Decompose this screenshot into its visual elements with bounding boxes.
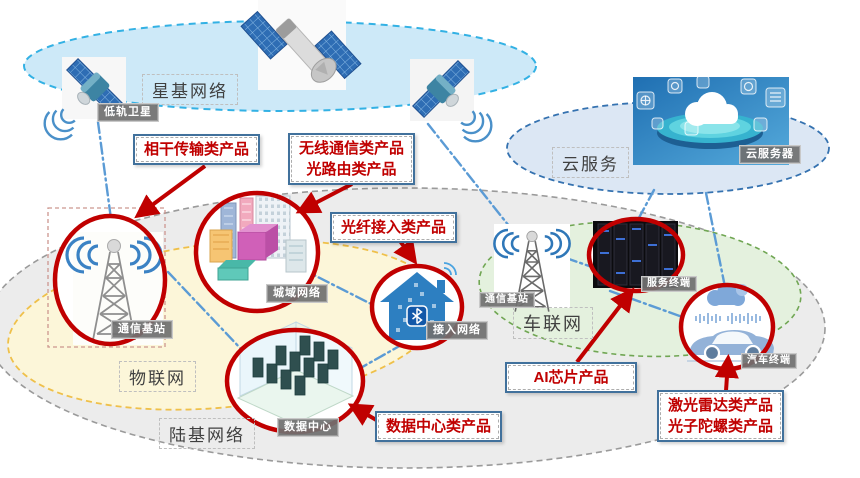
service-terminal-badge: 服务终端: [641, 276, 697, 292]
product-label: AI芯片产品: [508, 365, 634, 390]
arrow-datacenter-box-to-circle: [347, 403, 380, 426]
link-cloud-to-car-terminal: [704, 191, 727, 289]
product-box-wireless-optical-routing: 无线通信类产品 光路由类产品: [288, 133, 416, 185]
arrow-coherent-to-base-station: [134, 164, 207, 219]
base-station-vehicle-badge: 通信基站: [479, 292, 535, 308]
product-box-ai-chip: AI芯片产品: [505, 362, 637, 393]
link-access-network-to-data-center: [355, 342, 405, 372]
car-terminal-icon: [687, 283, 774, 362]
link-satellite-to-base-station: [96, 120, 113, 221]
arrow-fiber-to-access: [393, 238, 418, 265]
link-base-station-to-data-center: [166, 270, 244, 352]
product-box-coherent-transmission: 相干传输类产品: [133, 134, 261, 165]
low-orbit-satellite-badge: 低轨卫星: [97, 103, 159, 123]
access-network-highlight-circle: [369, 263, 465, 351]
car-terminal-badge: 汽车终端: [741, 353, 797, 369]
metro-network-badge: 城域网络: [266, 284, 328, 304]
product-box-data-center: 数据中心类产品: [375, 411, 503, 442]
access-network-badge: 接入网络: [426, 321, 488, 341]
arrow-wireless-to-metro: [295, 182, 353, 214]
product-label: 数据中心类产品: [378, 414, 500, 439]
satellite-large-icon: [240, 0, 362, 90]
product-label: 光纤接入类产品: [333, 215, 455, 240]
cloud-server-badge: 云服务器: [739, 145, 801, 165]
product-label-line2: 光子陀螺类产品: [668, 418, 774, 435]
low-orbit-satellite-icon: [43, 57, 126, 141]
base-station-highlight-circle: [52, 213, 168, 347]
relay-satellite-icon: [410, 59, 493, 143]
product-label-line2: 光路由类产品: [306, 161, 397, 178]
product-label: 相干传输类产品: [136, 137, 258, 162]
product-box-fiber-access: 光纤接入类产品: [330, 212, 458, 243]
arrow-lidar-to-car-terminal: [714, 353, 739, 392]
region-label-cloud-service: 云服务: [552, 147, 629, 178]
metro-network-buildings-icon: [209, 195, 307, 281]
data-center-room-icon: [236, 321, 355, 425]
product-label-line1: 无线通信类产品: [299, 140, 405, 157]
region-label-satellite-network: 星基网络: [142, 74, 238, 105]
link-satellite-to-vehicle-base-station: [426, 122, 538, 262]
region-label-ground-network: 陆基网络: [159, 418, 255, 449]
product-label-line1: 激光雷达类产品: [668, 397, 774, 414]
region-label-vehicle-network: 车联网: [513, 307, 593, 339]
link-vehicle-base-station-to-service-terminal: [564, 256, 594, 269]
base-station-iot-badge: 通信基站: [111, 320, 173, 340]
product-box-lidar-gyro: 激光雷达类产品 光子陀螺类产品: [657, 390, 785, 442]
region-label-iot: 物联网: [119, 361, 196, 392]
data-center-badge: 数据中心: [277, 418, 339, 438]
metro-network-highlight-circle: [193, 190, 321, 314]
service-terminal-highlight-circle: [586, 216, 686, 294]
base-station-placeholder-frame: [47, 207, 166, 348]
arrow-aichip-to-service-terminal: [575, 287, 635, 364]
